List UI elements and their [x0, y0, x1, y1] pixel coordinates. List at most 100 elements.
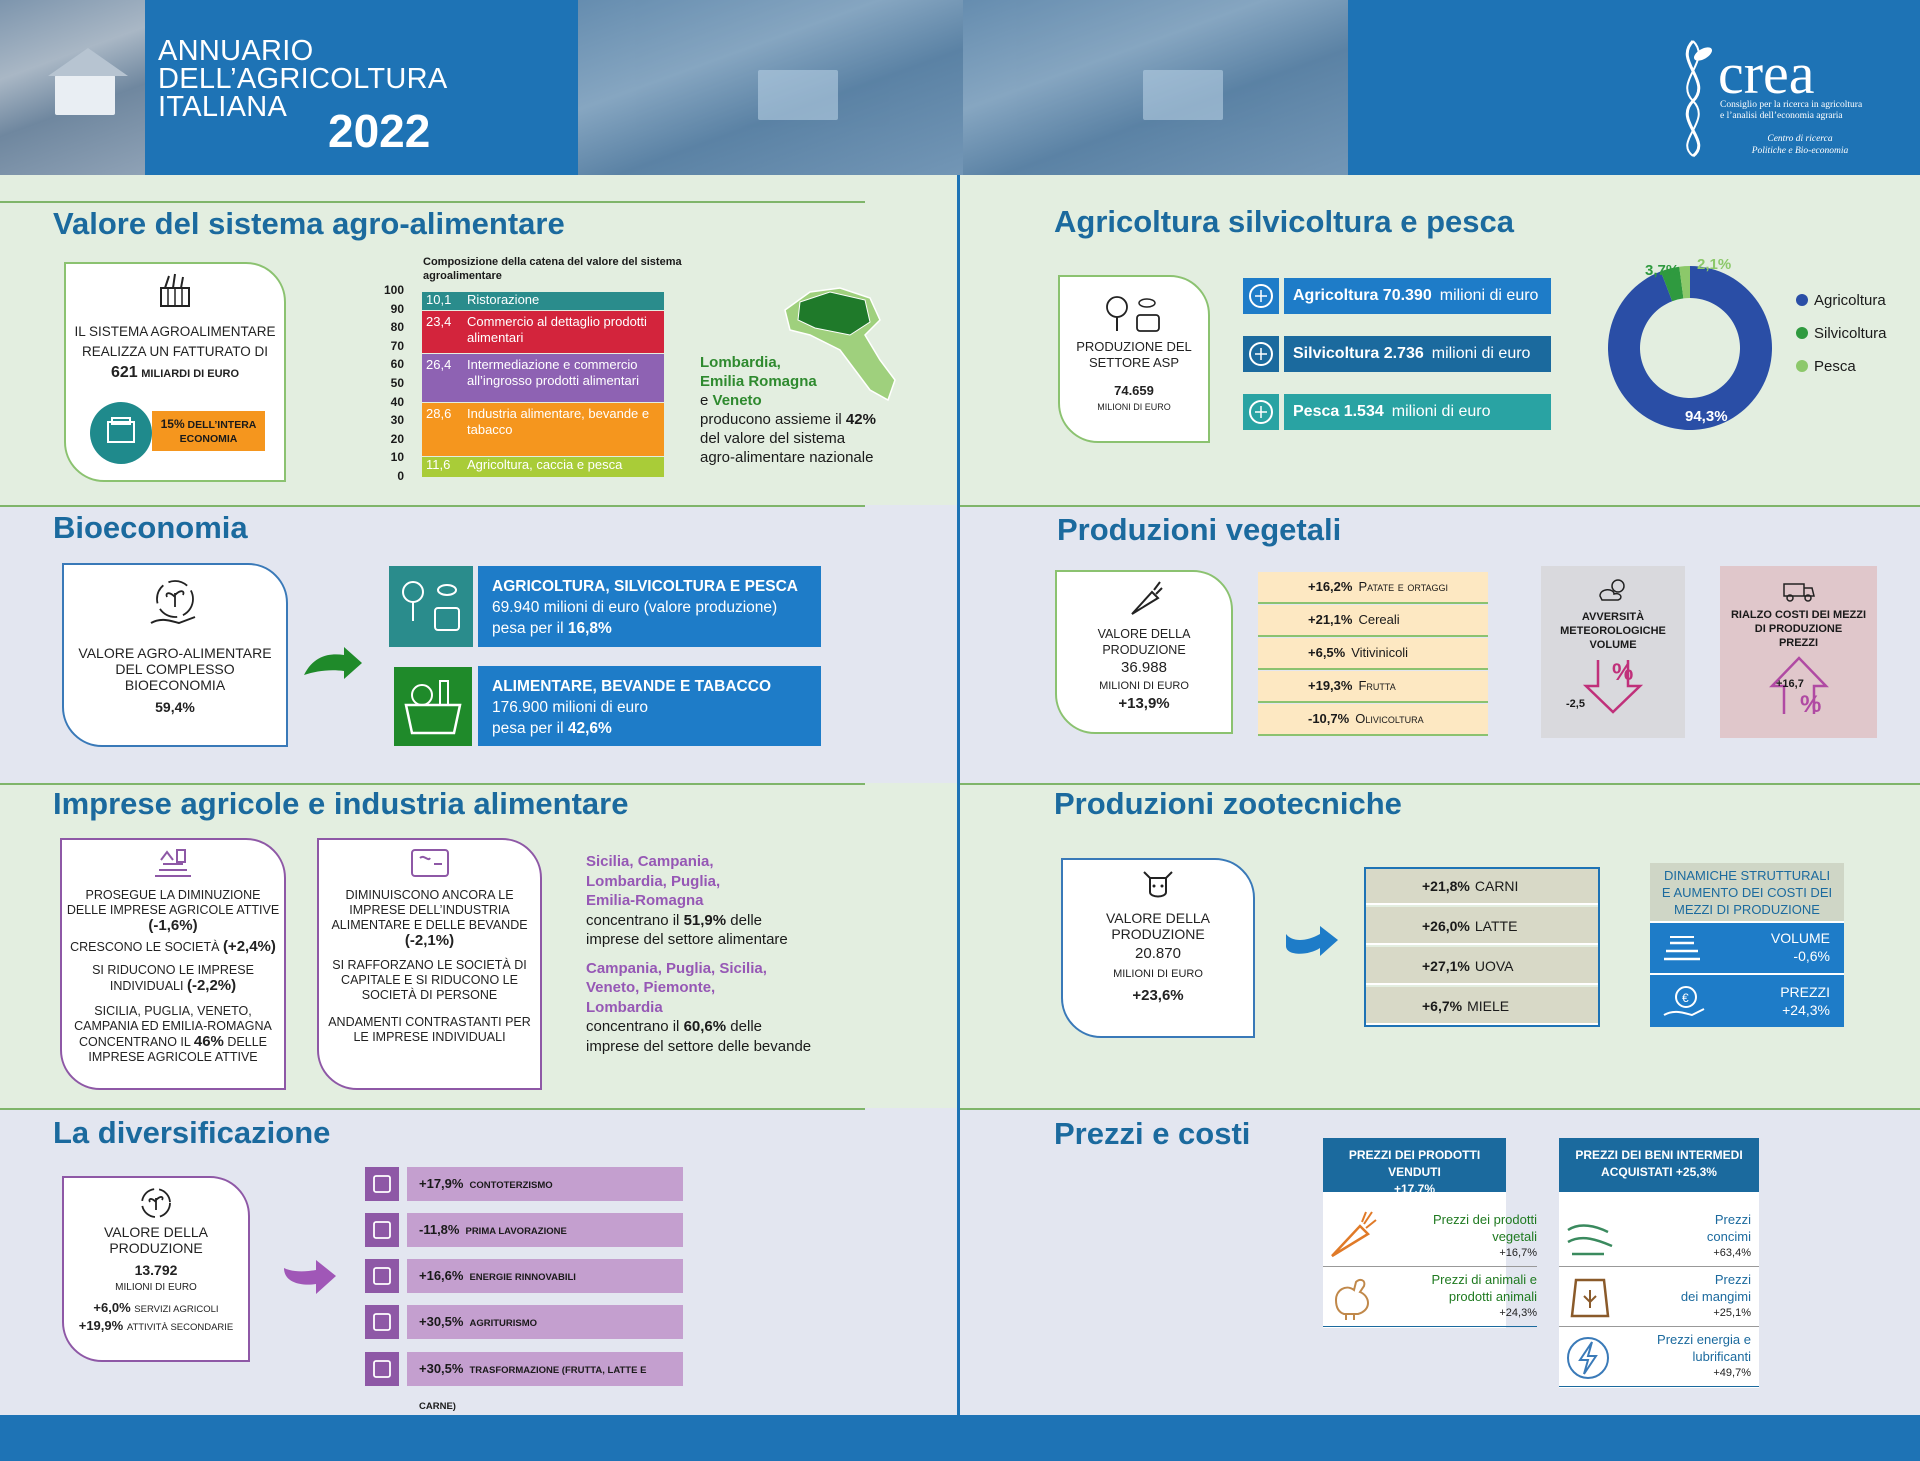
card-text: CONCENTRANO IL [79, 1035, 191, 1049]
prezzo-value: +49,7% [1713, 1367, 1751, 1379]
asp-row-unit: milioni di euro [1439, 287, 1539, 304]
dinamiche-title: E AUMENTO DEI COSTI DEI [1661, 885, 1833, 900]
rialzo-value: +16,7 [1776, 678, 1804, 690]
card-unit: MILIONI DI EURO [1113, 968, 1203, 980]
card-text: SI RAFFORZANO LE SOCIETÀ DI [332, 958, 527, 972]
div-row-icon [365, 1259, 399, 1293]
weather-icon [1599, 579, 1625, 601]
chart-y-tick: 20 [390, 431, 404, 446]
chart-segment-value: 11,6 [426, 456, 451, 472]
region-text: delle [730, 911, 762, 929]
veg-row: +16,2%Patate e ortaggi [1258, 572, 1488, 604]
hay-bales-icon [1664, 936, 1700, 961]
badge-pct: 15% [160, 417, 185, 431]
legend-dot [1796, 327, 1808, 339]
legend-item: Agricoltura [1796, 284, 1887, 317]
zoo-row-pct: +27,1% [1422, 958, 1470, 974]
logo-center-line: Politiche e Bio-economia [1751, 146, 1849, 156]
region-list: Campania, Puglia, Sicilia, [586, 959, 767, 977]
card-text: REALIZZA UN FATTURATO DI [81, 344, 269, 359]
asp-row-icon [1243, 394, 1279, 430]
veg-row-label: Frutta [1358, 678, 1396, 693]
badge-text: DELL’INTERA [187, 419, 257, 431]
region-pct: 60,6% [683, 1018, 727, 1035]
card-value: 59,4% [155, 699, 195, 715]
card-text: SI RIDUCONO LE IMPRESE [92, 963, 254, 977]
zoo-row: +26,0%LATTE [1364, 907, 1600, 945]
div-row: +17,9%CONTOTERZISMO [407, 1167, 683, 1201]
food-industry-icon [410, 849, 449, 877]
div-row: +30,5%TRASFORMAZIONE (FRUTTA, LATTE E CA… [407, 1352, 683, 1412]
card-diversificazione: VALORE DELLA PRODUZIONE 13.792 MILIONI D… [62, 1176, 250, 1362]
dinamiche-prezzi: € PREZZI +24,3% [1650, 975, 1844, 1027]
map-text: producono assieme il [700, 411, 842, 428]
zoo-row: +21,8%CARNI [1364, 867, 1600, 905]
card-text: VALORE DELLA PRODUZIONE [1097, 627, 1191, 657]
svg-text:%: % [1800, 691, 1821, 716]
region-text: imprese del settore alimentare [586, 931, 788, 948]
legend-label: Pesca [1814, 358, 1856, 375]
prezzo-label: Prezzi dei prodotti [1432, 1212, 1537, 1227]
box-text: pesa per il [492, 620, 564, 637]
feed-sack-icon [1570, 1278, 1610, 1318]
div-row-pct: -11,8% [419, 1222, 460, 1237]
card-text: DIMINUISCONO ANCORA LE [345, 888, 514, 902]
veg-row: -10,7%Olivicoltura [1258, 704, 1488, 736]
prezzo-value: +63,4% [1713, 1247, 1751, 1259]
asp-donut-chart [1608, 266, 1772, 430]
map-text: del valore del sistema [700, 430, 846, 447]
zoo-row-label: UOVA [1474, 958, 1514, 974]
veg-row-pct: +6,5% [1308, 645, 1346, 660]
chart-title: Composizione della catena del valore del… [423, 256, 682, 282]
section-title: Bioeconomia [53, 510, 248, 545]
logo-subtitle-line: Consiglio per la ricerca in agricoltura [1720, 100, 1863, 110]
region-list: Lombardia [586, 998, 663, 1016]
header-text: PREZZI DEI BENI INTERMEDI [1575, 1148, 1743, 1162]
card-text: DELLE IMPRESE AGRICOLE ATTIVE [66, 903, 280, 917]
veg-row: +21,1%Cereali [1258, 605, 1488, 637]
plant-hand-icon [150, 580, 196, 625]
carrot-icon [1331, 1211, 1377, 1258]
cow-icon [1143, 871, 1173, 898]
header-banner [0, 0, 1920, 175]
card-text: VALORE DELLA [103, 1224, 208, 1240]
region-text: concentrano il [586, 911, 680, 929]
zoo-row: +6,7%MIELE [1364, 987, 1600, 1025]
asp-row-icon [1243, 278, 1279, 314]
card-text: CAMPANIA ED EMILIA-ROMAGNA [74, 1019, 272, 1033]
crea-logo-icon [1685, 39, 1713, 158]
card-pct: +13,9% [1118, 695, 1170, 712]
card-text: PROSEGUE LA DIMINUZIONE [85, 888, 261, 902]
box-pct: 42,6% [567, 720, 612, 737]
asp-row-name: Silvicoltura 2.736 [1293, 345, 1424, 362]
header-title-line3: ITALIANA [158, 91, 288, 123]
chart-y-tick: 60 [390, 357, 404, 372]
footer-bar [0, 1415, 1920, 1461]
arrow-right-icon [304, 647, 362, 679]
map-region: Lombardia, [700, 354, 781, 371]
prezzo-label: Prezzi di animali e [1431, 1272, 1538, 1287]
chart-segment-label: Ristorazione [467, 292, 540, 307]
map-text: agro-alimentare nazionale [700, 449, 874, 466]
chart-segment-value: 23,4 [426, 313, 452, 329]
region-list: Emilia-Romagna [586, 892, 704, 909]
legend-label: Agricoltura [1814, 292, 1886, 309]
card-pct: (-2,1%) [404, 932, 455, 949]
chart-y-tick: 80 [390, 320, 404, 335]
box-text: DI PRODUZIONE [1754, 623, 1843, 635]
header-painting [578, 0, 963, 175]
legend-label: Silvicoltura [1814, 325, 1887, 342]
card-pct: (-2,2%) [186, 977, 237, 994]
tree-fish-icon [1106, 296, 1160, 332]
crea-logo-center: Centro di ricerca Politiche e Bio-econom… [1720, 133, 1880, 157]
section-title: Valore del sistema agro-alimentare [53, 206, 565, 241]
header-text: ACQUISTATI +25,3% [1601, 1165, 1717, 1179]
section-title: Imprese agricole e industria alimentare [53, 786, 629, 821]
prezzo-label: prodotti animali [1448, 1289, 1537, 1304]
card-value: 74.659 [1114, 383, 1154, 398]
chart-segment-value: 10,1 [426, 292, 452, 307]
prezzo-label: lubrificanti [1692, 1349, 1751, 1364]
zoo-row: +27,1%UOVA [1364, 947, 1600, 985]
